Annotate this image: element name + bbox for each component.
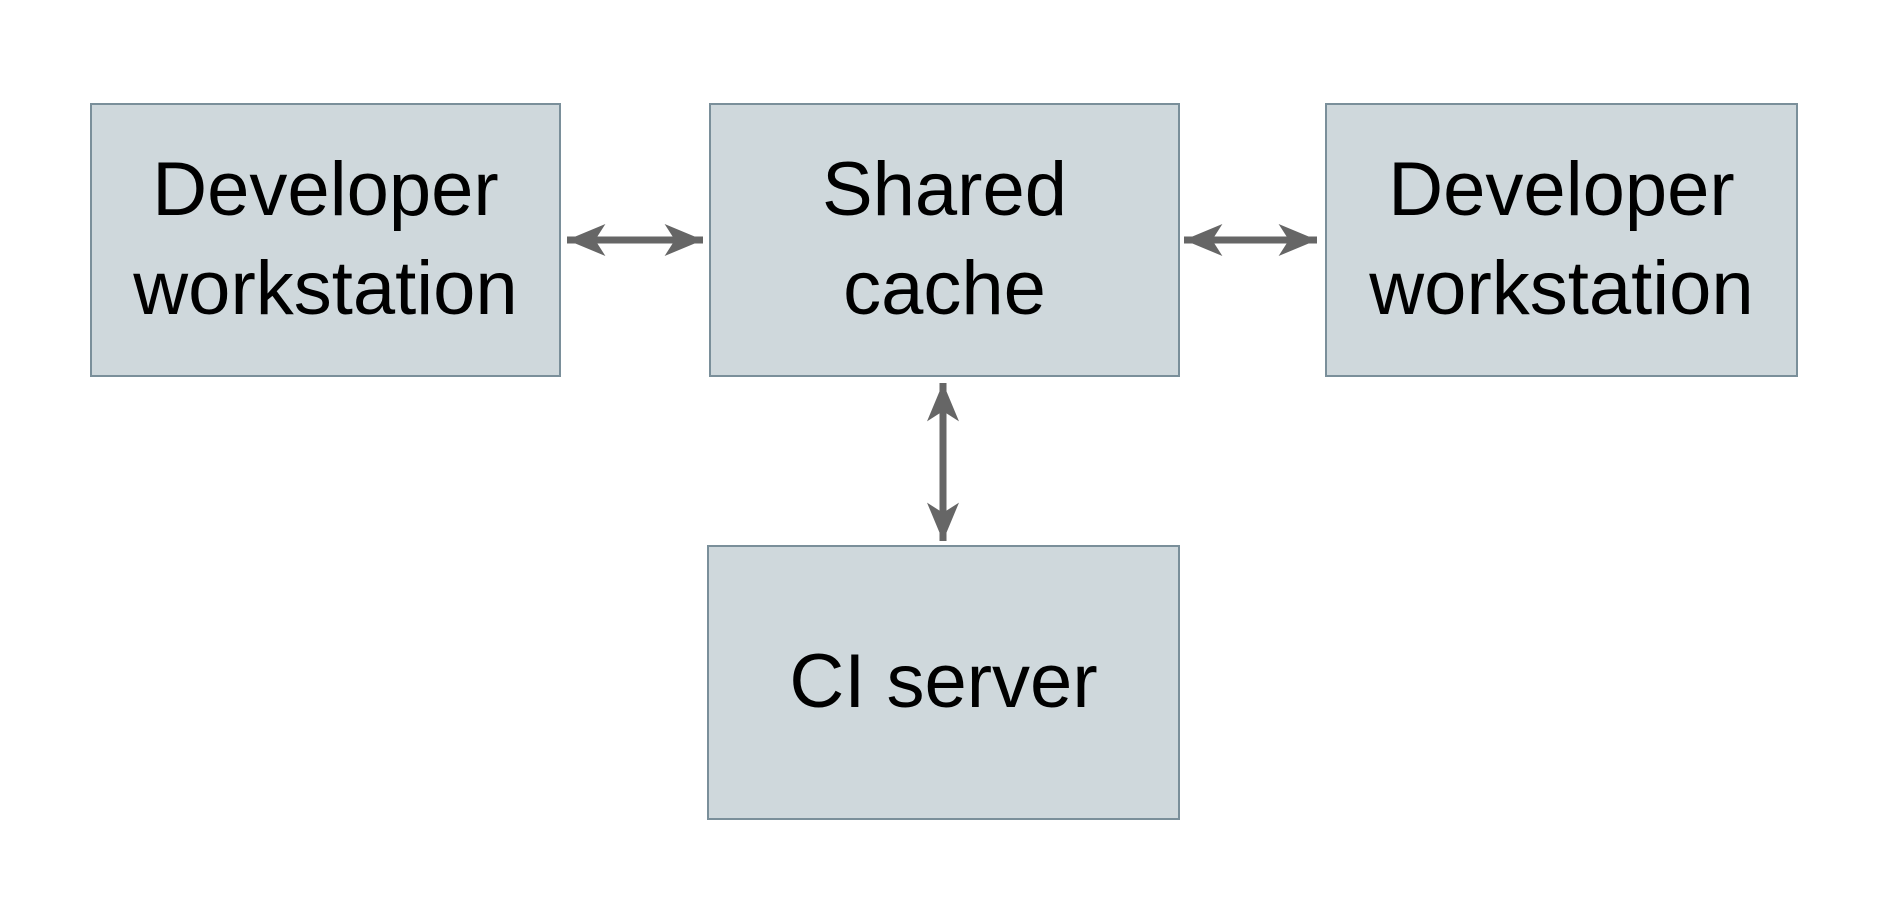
node-label-developer-workstation-left: Developer workstation [133, 147, 518, 331]
node-label-developer-workstation-right: Developer workstation [1369, 147, 1754, 331]
node-shared-cache: Shared cache [709, 103, 1180, 377]
node-ci-server: CI server [707, 545, 1180, 820]
node-label-shared-cache: Shared cache [821, 147, 1068, 331]
node-developer-workstation-left: Developer workstation [90, 103, 561, 377]
node-label-ci-server: CI server [789, 639, 1098, 725]
node-developer-workstation-right: Developer workstation [1325, 103, 1798, 377]
